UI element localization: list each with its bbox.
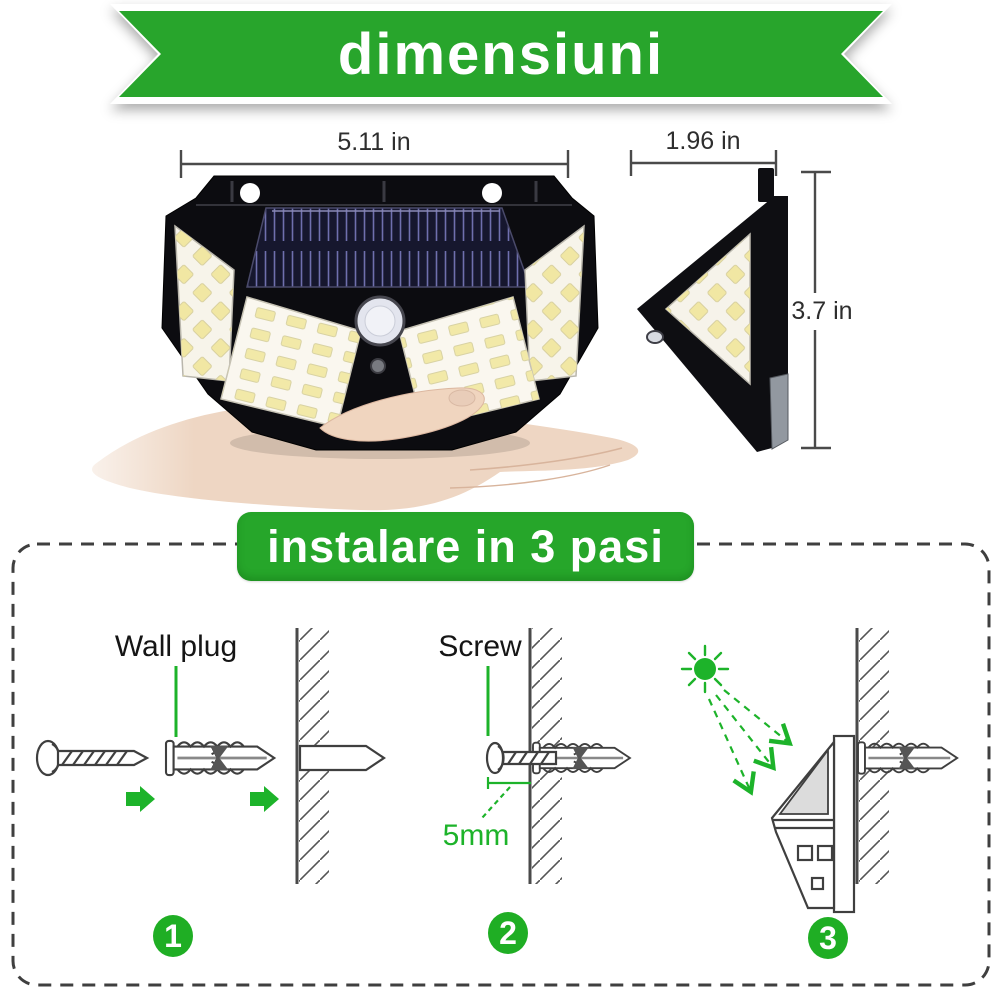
thumb [319, 387, 485, 442]
screw-in-wall-drawing [485, 741, 558, 775]
screw-drawing [35, 739, 150, 777]
led-panel-right-wing [524, 224, 585, 382]
sun-icon [680, 644, 730, 694]
sunlight-arrows [707, 689, 793, 796]
height-dimension: 3.7 in [791, 170, 853, 450]
step3-mount-lamp: 3 [680, 628, 957, 959]
side-mount-bracket [769, 373, 789, 450]
side-width-dimension: 1.96 in [629, 127, 778, 176]
power-button [370, 358, 386, 374]
solar-panel [246, 207, 532, 288]
mounting-hole-right [482, 183, 502, 203]
step1-wall-plug: Wall plug 1 [35, 628, 386, 957]
step3-badge: 3 [808, 917, 848, 959]
arrow-right-icon [126, 786, 155, 812]
front-view-product-photo [161, 175, 599, 451]
step2-label: Screw [438, 630, 522, 663]
step3-number: 3 [819, 920, 837, 956]
step2-screw: Screw 5mm [438, 628, 630, 954]
dimensions-banner: dimensiuni [110, 4, 892, 104]
side-sensor-bump [646, 330, 664, 344]
step1-number: 1 [164, 918, 182, 954]
motion-sensor [354, 295, 406, 347]
mounted-lamp-drawing [770, 734, 856, 914]
led-panel-side [664, 232, 751, 386]
mounting-hole-left [240, 183, 260, 203]
side-view-product-photo [637, 168, 789, 452]
plug-in-wall-step3 [858, 742, 957, 773]
step1-badge: 1 [153, 915, 193, 957]
dimensions-banner-fill [119, 11, 883, 97]
screw-depth-label: 5mm [443, 819, 510, 852]
step2-badge: 2 [488, 912, 528, 954]
side-width-label: 1.96 in [665, 127, 740, 155]
arrow-right-icon [250, 786, 279, 812]
front-width-label: 5.11 in [337, 128, 410, 156]
screw-depth-dimension: 5mm [443, 777, 531, 852]
install-banner: instalare in 3 pasi [237, 512, 694, 581]
dimensions-banner-label: dimensiuni [337, 21, 665, 87]
step2-number: 2 [499, 915, 517, 951]
plug-in-wall-drawing [298, 744, 386, 772]
step1-label: Wall plug [115, 630, 237, 663]
led-panel-left-wing [174, 224, 235, 382]
wall-plug-drawing [166, 741, 274, 775]
install-banner-label: instalare in 3 pasi [267, 520, 664, 572]
height-label: 3.7 in [791, 297, 852, 325]
led-panel-bottom-left [220, 296, 362, 428]
front-width-dimension: 5.11 in [179, 128, 570, 178]
